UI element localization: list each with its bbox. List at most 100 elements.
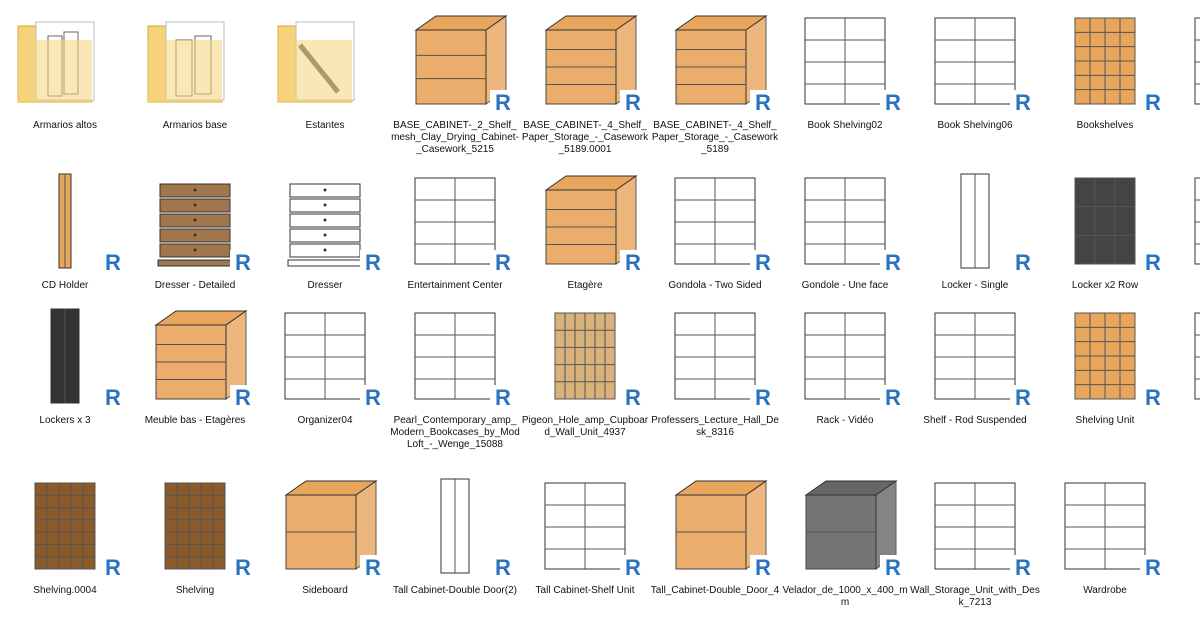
file-item[interactable]: RS [1170, 305, 1200, 455]
revit-family-icon [660, 475, 770, 577]
file-item[interactable]: R Velador_de_1000_x_400_mm [780, 475, 910, 625]
file-item[interactable]: R Sideboard [260, 475, 390, 625]
file-name-label: Tall Cabinet-Double Door(2) [393, 585, 517, 596]
file-name-label: Etagère [567, 280, 603, 291]
revit-badge-icon: R [750, 385, 776, 411]
revit-badge-icon: R [620, 250, 646, 276]
revit-badge-icon: R [750, 250, 776, 276]
file-item[interactable]: R Tall Cabinet-Shelf Unit [520, 475, 650, 625]
revit-family-icon [1050, 170, 1160, 272]
file-name-label: Professers_Lecture_Hall_Desk_8316 [651, 415, 779, 438]
file-name-label: BASE_CABINET-_4_Shelf_Paper_Storage_-_Ca… [521, 120, 649, 155]
revit-family-icon [1180, 170, 1200, 272]
file-item[interactable]: R Wall_Storage_Unit_with_Desk_7213 [910, 475, 1040, 625]
file-name-label: S [1170, 415, 1200, 427]
revit-badge-icon: R [360, 250, 386, 276]
revit-badge-icon: R [620, 385, 646, 411]
file-name-label: Dresser [307, 280, 343, 291]
folder-item[interactable]: Armarios altos [0, 10, 130, 160]
revit-family-icon [920, 10, 1030, 112]
revit-family-icon [270, 475, 380, 577]
file-name-label: Ca [1170, 120, 1200, 132]
file-name-label: BASE_CABINET-_2_Shelf_mesh_Clay_Drying_C… [391, 120, 519, 155]
revit-family-icon [920, 305, 1030, 407]
revit-family-icon [10, 475, 120, 577]
revit-badge-icon: R [1140, 385, 1166, 411]
revit-family-icon [400, 475, 510, 577]
file-name-label: Book Shelving02 [807, 120, 883, 131]
revit-badge-icon: R [100, 385, 126, 411]
file-name-label: Dresser - Detailed [154, 280, 236, 291]
folder-icon [140, 10, 250, 112]
file-item[interactable]: R Lockers x 3 [0, 305, 130, 455]
file-item[interactable]: R Gondola - Two Sided [650, 170, 780, 320]
revit-badge-icon: R [360, 555, 386, 581]
file-name-label: Meuble bas - Etagères [144, 415, 246, 426]
revit-family-icon [1050, 305, 1160, 407]
folder-item[interactable]: Armarios base [130, 10, 260, 160]
revit-family-icon [140, 475, 250, 577]
revit-family-icon [660, 10, 770, 112]
revit-badge-icon: R [620, 555, 646, 581]
file-name-label: Organizer04 [297, 415, 353, 426]
revit-badge-icon: R [490, 250, 516, 276]
revit-family-icon [530, 305, 640, 407]
file-name-label: Velador_de_1000_x_400_mm [782, 585, 908, 608]
file-item[interactable]: RCa [1170, 10, 1200, 160]
revit-badge-icon: R [620, 90, 646, 116]
revit-family-icon [790, 305, 900, 407]
file-item[interactable]: R Etagère [520, 170, 650, 320]
file-item[interactable]: R Dresser [260, 170, 390, 320]
file-name-label: Sideboard [302, 585, 348, 596]
file-name-label: BASE_CABINET-_4_Shelf_Paper_Storage_-_Ca… [651, 120, 779, 155]
file-name-label: Wall_Storage_Unit_with_Desk_7213 [910, 585, 1040, 608]
file-name-label: Locker - Single [941, 280, 1009, 291]
revit-badge-icon: R [880, 90, 906, 116]
file-name-label: Rack - Vidéo [816, 415, 874, 426]
revit-badge-icon: R [1140, 555, 1166, 581]
revit-family-icon [1180, 10, 1200, 112]
folder-item[interactable]: Estantes [260, 10, 390, 160]
file-name-label: Gondola - Two Sided [668, 280, 762, 291]
revit-family-icon [270, 170, 380, 272]
revit-family-icon [790, 475, 900, 577]
revit-badge-icon: R [1010, 555, 1036, 581]
file-name-label: Tall Cabinet-Shelf Unit [535, 585, 635, 596]
file-item[interactable]: R Professers_Lecture_Hall_Desk_8316 [650, 305, 780, 455]
file-item[interactable]: RL [1170, 170, 1200, 320]
revit-family-icon [1050, 475, 1160, 577]
revit-badge-icon: R [490, 555, 516, 581]
file-item[interactable]: R Book Shelving02 [780, 10, 910, 160]
file-name-label: Estantes [305, 120, 345, 131]
file-name-label: CD Holder [41, 280, 89, 291]
file-item[interactable]: R BASE_CABINET-_4_Shelf_Paper_Storage_-_C… [520, 10, 650, 160]
revit-badge-icon: R [880, 555, 906, 581]
file-name-label: Lockers x 3 [39, 415, 91, 426]
file-item[interactable]: R Tall Cabinet-Double Door(2) [390, 475, 520, 625]
revit-badge-icon: R [750, 555, 776, 581]
file-item[interactable]: R Rack - Vidéo [780, 305, 910, 455]
revit-badge-icon: R [100, 555, 126, 581]
revit-badge-icon: R [880, 385, 906, 411]
